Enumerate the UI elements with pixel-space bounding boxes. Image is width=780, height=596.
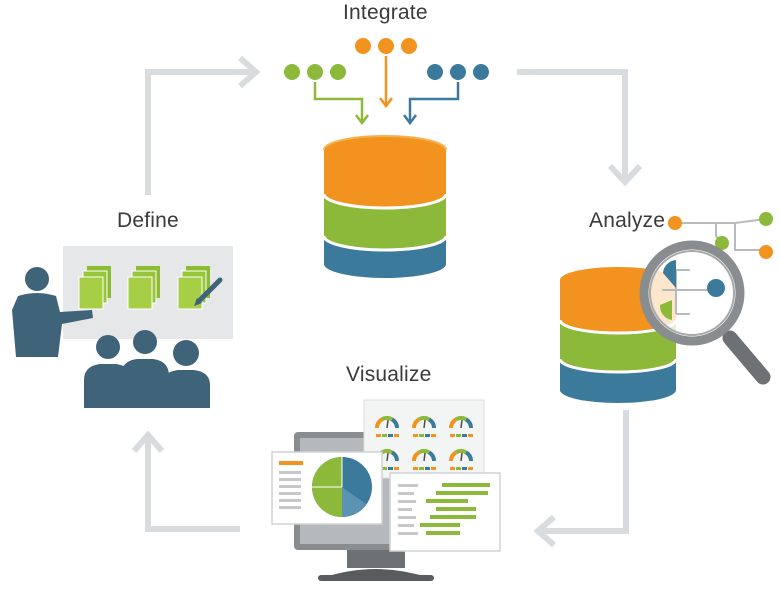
document-stack-2 [127, 266, 160, 310]
audience-icon [84, 330, 210, 408]
gauge-2 [412, 416, 436, 437]
gauge-3 [449, 416, 473, 437]
green-funnel-arrow [313, 82, 369, 126]
analyze-label: Analyze [589, 209, 666, 232]
document-stack-1 [78, 266, 111, 310]
visualize-label: Visualize [346, 363, 432, 386]
gauge-icon [375, 416, 473, 470]
green-source-dots [284, 64, 346, 80]
bar-chart-icon [420, 483, 490, 535]
gauge-6 [449, 449, 473, 470]
integrate-label: Integrate [343, 1, 428, 24]
pie-chart-icon [312, 457, 372, 517]
define-label: Define [117, 209, 179, 232]
blue-funnel-arrow [403, 82, 460, 126]
cycle-arrow-visualize-to-define [131, 430, 240, 532]
document-stack-3 [177, 266, 210, 310]
presenter-icon [12, 267, 93, 357]
database-icon [322, 135, 448, 278]
cycle-arrow-analyze-to-visualize [533, 410, 629, 548]
pencil-icon [194, 277, 223, 306]
blue-source-dots [427, 64, 489, 80]
gauge-panel [363, 399, 485, 479]
gauge-5 [412, 449, 436, 470]
gauge-1 [375, 416, 399, 437]
tree-nodes [668, 212, 773, 259]
cycle-arrow-define-to-integrate [145, 55, 261, 195]
cycle-arrow-integrate-to-analyze [517, 69, 643, 187]
magnifier-icon [639, 240, 771, 385]
orange-funnel-arrow [379, 56, 393, 109]
orange-source-dots [355, 38, 417, 54]
